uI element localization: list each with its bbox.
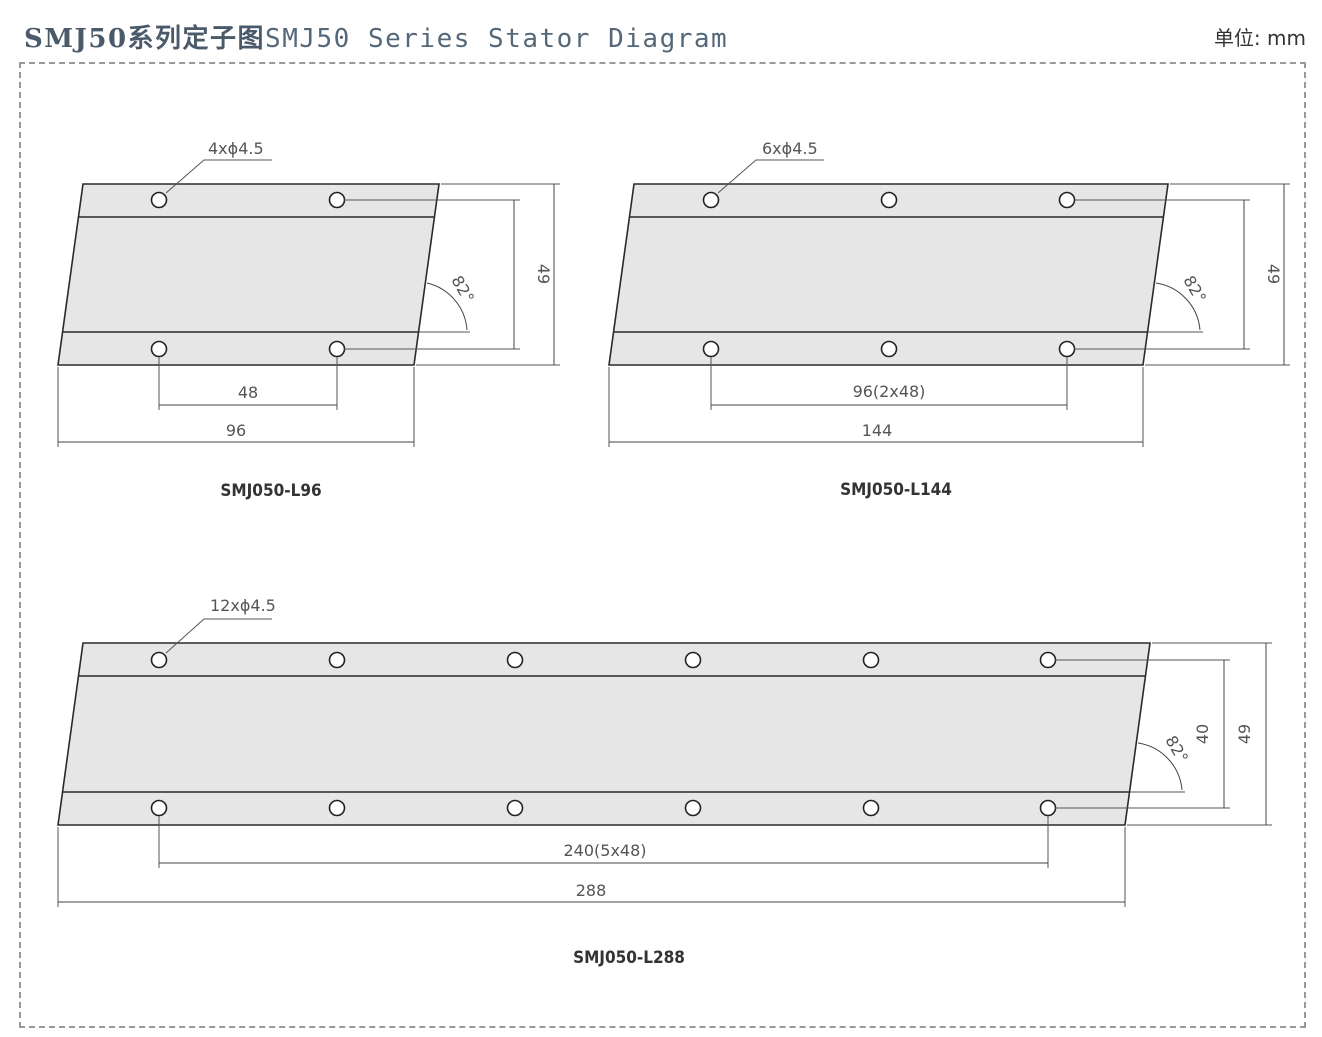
unit-label: 单位: mm (1213, 26, 1306, 50)
mounting-hole (328, 651, 346, 669)
mounting-hole (1058, 191, 1076, 209)
stator-l144-pitch-dim: 96(2x48) (853, 382, 926, 401)
title-english: SMJ50 Series Stator Diagram (265, 24, 729, 54)
mounting-hole (702, 191, 720, 209)
angle-arc (1155, 282, 1201, 331)
stator-l96-plate (57, 183, 440, 366)
stator-l96-length-dim: 96 (226, 421, 246, 440)
drawing-frame (19, 62, 1306, 1028)
stator-l96-pitch-dim: 48 (238, 383, 258, 402)
mounting-hole (1058, 340, 1076, 358)
mounting-hole (150, 799, 168, 817)
stator-l288-angle: 82° (1161, 732, 1192, 766)
mounting-hole (506, 799, 524, 817)
stator-l288-plate (57, 642, 1151, 826)
mounting-hole (862, 651, 880, 669)
stator-l96-holes-note: 4xϕ4.5 (208, 139, 264, 158)
angle-arc (1137, 742, 1183, 791)
stator-l96: 4xϕ4.5 49 82° 48 96 SMJ050-L96 (57, 139, 560, 501)
stator-l288-length-dim: 288 (576, 881, 607, 900)
angle-arc (426, 282, 468, 331)
stator-l288-height-dim: 49 (1235, 724, 1254, 744)
mounting-hole (702, 340, 720, 358)
page-title: SMJ50系列定子图SMJ50 Series Stator Diagram (24, 18, 728, 55)
mounting-hole (328, 191, 346, 209)
stator-l96-height-dim: 49 (534, 264, 553, 284)
mounting-hole (1039, 799, 1057, 817)
mounting-hole (150, 340, 168, 358)
mounting-hole (684, 799, 702, 817)
mounting-hole (150, 651, 168, 669)
mounting-hole (880, 191, 898, 209)
hole-leader (165, 159, 272, 194)
mounting-hole (684, 651, 702, 669)
stator-l288: 12xϕ4.5 40 49 82° 240(5x48) 288 SMJ050-L… (57, 596, 1272, 968)
title-chinese: SMJ50系列定子图 (24, 24, 266, 54)
stator-l288-model-label: SMJ050-L288 (573, 948, 685, 968)
stator-l288-pitch-dim: 240(5x48) (563, 841, 646, 860)
mounting-hole (328, 340, 346, 358)
stator-l96-model-label: SMJ050-L96 (220, 481, 321, 501)
stator-l144-plate (608, 183, 1169, 366)
hole-leader (165, 618, 272, 654)
mounting-hole (862, 799, 880, 817)
stator-l144-model-label: SMJ050-L144 (840, 480, 952, 500)
stator-l144-length-dim: 144 (862, 421, 893, 440)
stator-l144-holes-note: 6xϕ4.5 (762, 139, 818, 158)
stator-l144-angle: 82° (1179, 272, 1210, 306)
stator-l288-holes-note: 12xϕ4.5 (210, 596, 276, 615)
hole-leader (717, 159, 824, 194)
stator-l288-hole-spacing-dim: 40 (1193, 724, 1212, 744)
mounting-hole (1039, 651, 1057, 669)
mounting-hole (150, 191, 168, 209)
mounting-hole (506, 651, 524, 669)
mounting-hole (328, 799, 346, 817)
stator-l96-angle: 82° (447, 272, 478, 306)
stator-l144-height-dim: 49 (1264, 264, 1283, 284)
mounting-hole (880, 340, 898, 358)
stator-l144: 6xϕ4.5 49 82° 96(2x48) 144 SMJ050-L144 (608, 139, 1290, 500)
